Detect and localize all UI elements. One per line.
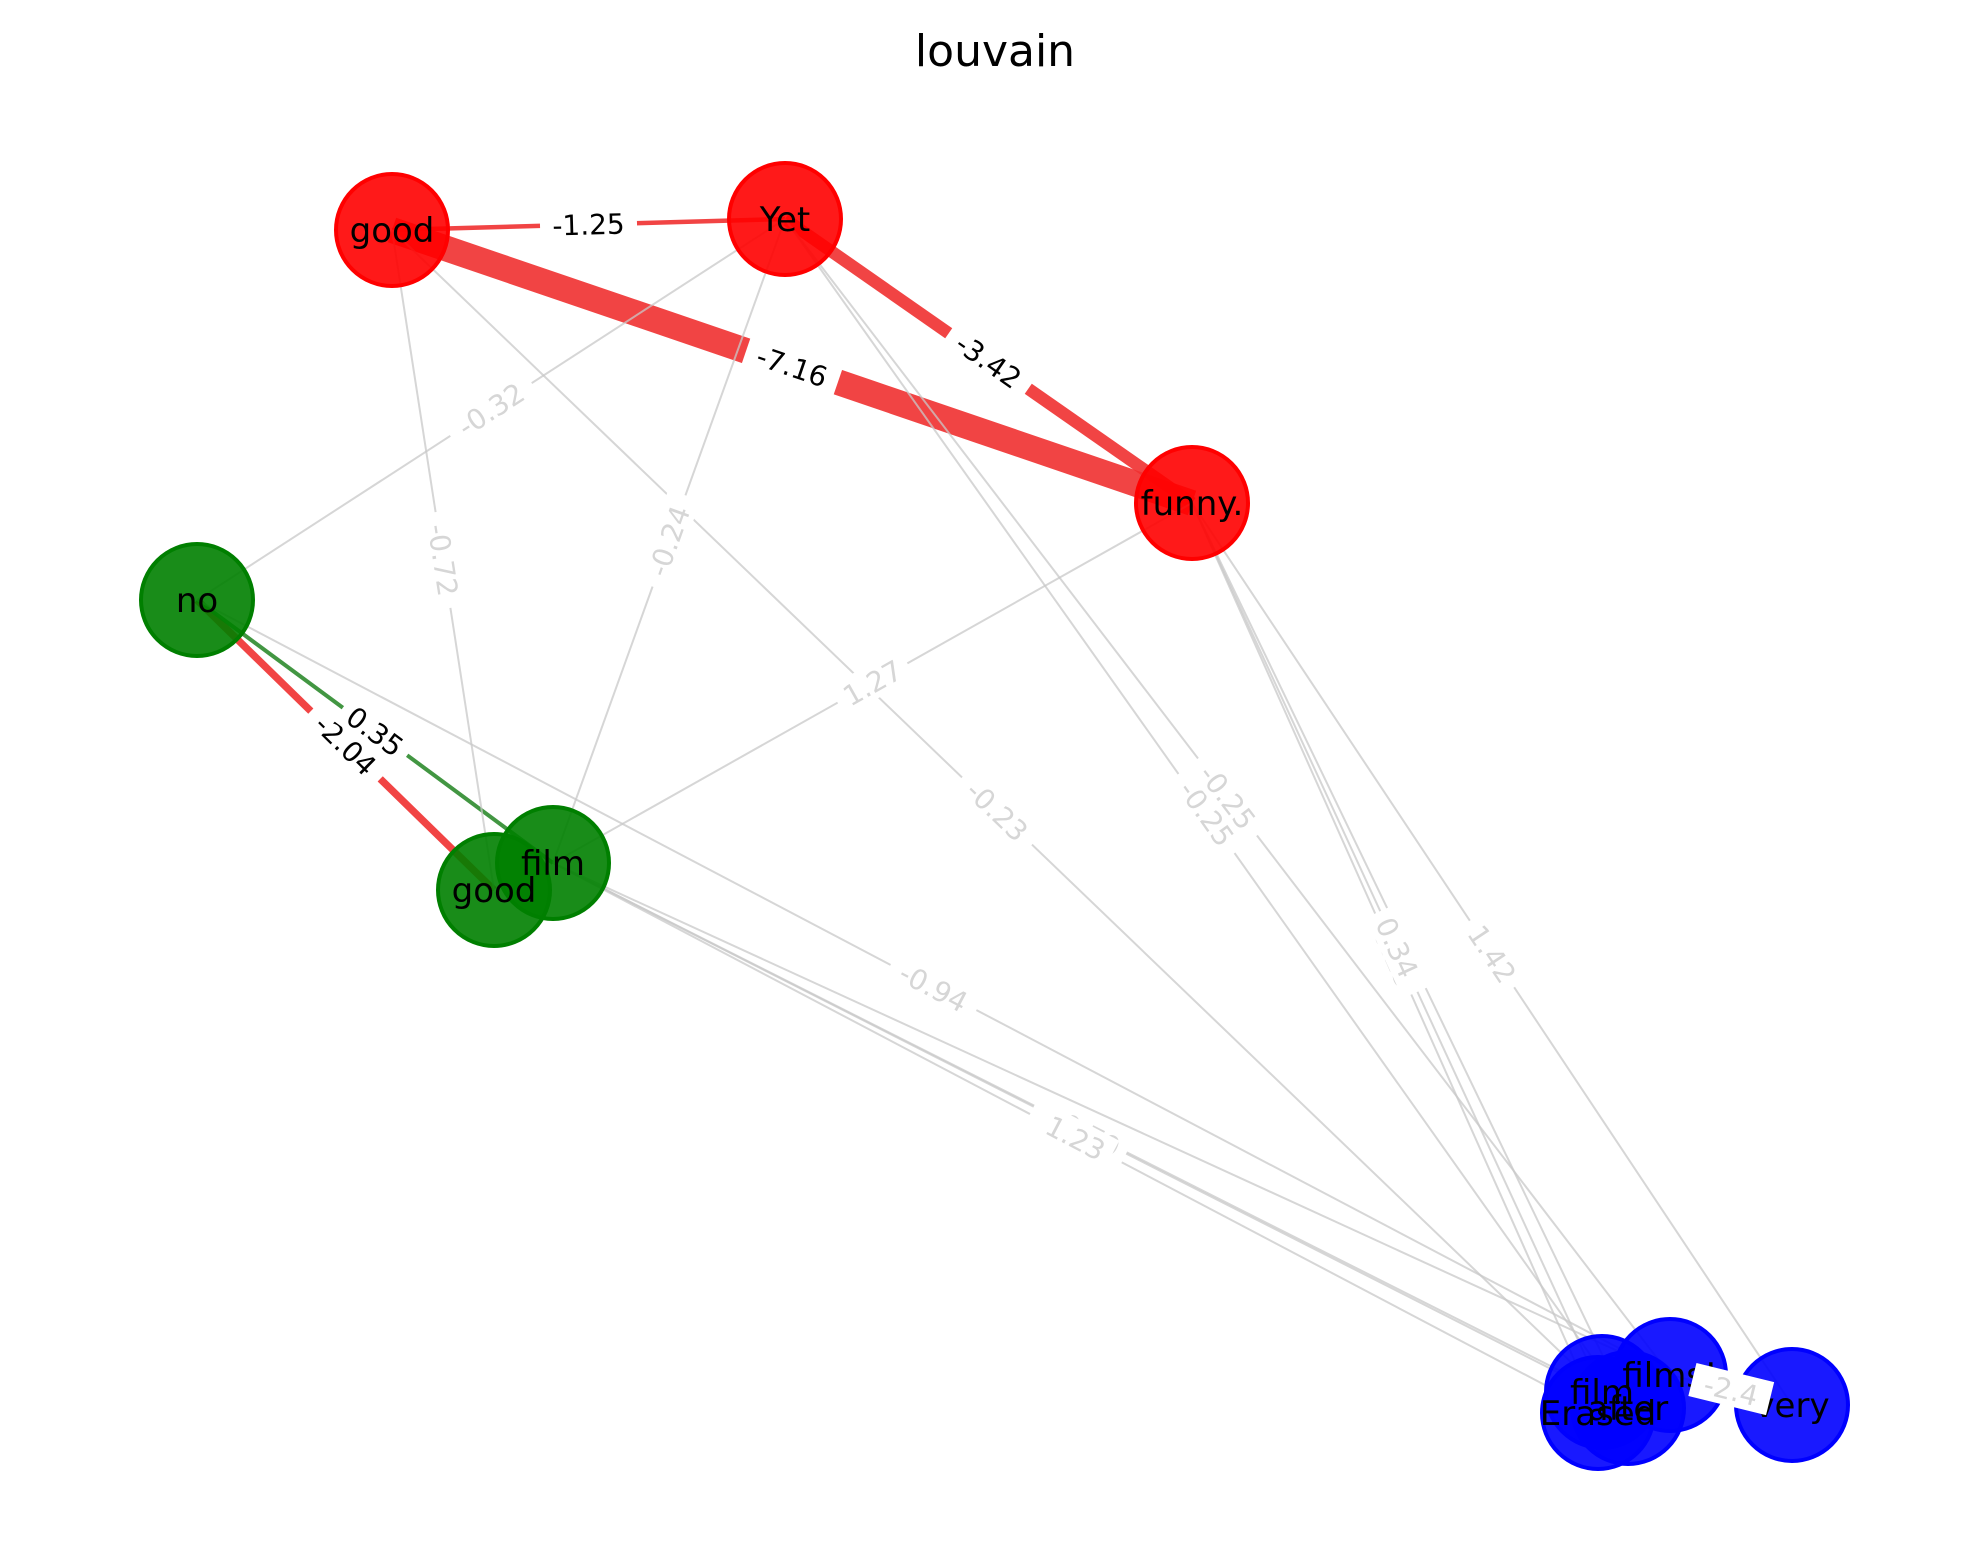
node-label-film_b: film: [1570, 1373, 1634, 1413]
edge-label-background: [1688, 1362, 1775, 1416]
edge-label-background: [333, 693, 418, 769]
edge-label-group: -7.16: [740, 333, 844, 398]
edge-label-background: [883, 948, 985, 1025]
edge-label-background: [635, 489, 701, 593]
node-erased: [1540, 1355, 1656, 1471]
edge-label-group: -0.72: [419, 509, 469, 611]
edge-labels-layer: -1.25-7.16-3.42-2.040.35-0.32-0.72-0.241…: [299, 205, 1775, 1416]
edge-label-background: [1365, 903, 1431, 991]
edge-label-background: [299, 698, 393, 791]
edge-label-background: [1185, 747, 1272, 846]
edge-label-group: -3.42: [939, 318, 1039, 402]
edge-label-group: -0.32: [440, 368, 541, 450]
edge-label-group: 1.27: [828, 647, 916, 717]
edge-label-background: [939, 318, 1039, 402]
node-label-funny: funny.: [1141, 484, 1244, 524]
edge-label-group: -0.94: [883, 948, 985, 1025]
edge-label-group: -2.4: [1688, 1362, 1775, 1416]
chart-title: louvain: [915, 26, 1075, 77]
edge-label-group: -0.24: [635, 489, 701, 593]
edge-label-background: [539, 205, 638, 242]
edge-label-background: [419, 509, 469, 611]
edge-label-background: [950, 764, 1045, 857]
edge-label-group: 1.42: [1456, 910, 1530, 997]
edge-label-background: [1456, 910, 1530, 997]
node-label-erased: Erased: [1540, 1394, 1657, 1434]
edge-weight-label: -1.25: [552, 207, 625, 242]
node-yet: [727, 161, 843, 277]
edge-weight-label: -0.72: [421, 522, 465, 599]
edge-label-background: [440, 368, 541, 450]
edge-label-background: [828, 647, 916, 717]
node-label-yet: Yet: [759, 200, 811, 240]
node-no: [139, 542, 255, 658]
node-label-film_g: film: [521, 844, 585, 884]
edge-film_g-films: [552, 862, 1671, 1376]
node-label-after: after: [1588, 1389, 1668, 1429]
edge-label-background: [740, 333, 844, 398]
edge-label-background: [1165, 763, 1250, 863]
node-label-good_r: good: [350, 211, 435, 251]
edge-weight-label: -0.94: [894, 956, 973, 1019]
node-good_g: [436, 832, 552, 948]
node-label-good_g: good: [452, 871, 537, 911]
edge-label-group: -0.23: [950, 764, 1045, 857]
node-funny: [1134, 445, 1250, 561]
edge-weight-label: -0.32: [452, 376, 531, 443]
edge-label-group: -1.25: [539, 205, 638, 243]
edge-label-background: [1032, 1103, 1120, 1171]
node-label-no: no: [176, 581, 218, 621]
edge-weight-label: -3.42: [949, 327, 1027, 396]
node-good_r: [334, 172, 450, 288]
